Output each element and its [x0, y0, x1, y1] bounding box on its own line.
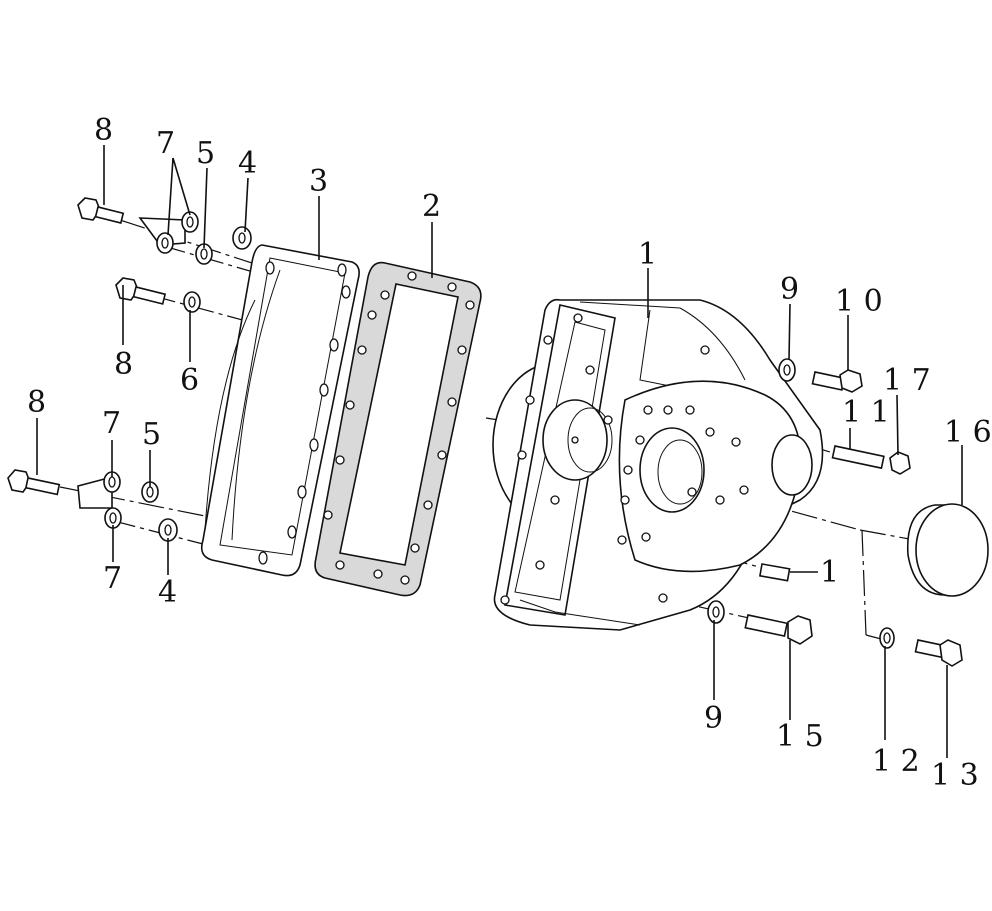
- callout-13: 1 3: [931, 758, 979, 793]
- callout-8-lower: 8: [27, 385, 46, 420]
- bolt-8-middle: [115, 277, 167, 305]
- bolt-8-top: [77, 197, 125, 224]
- callout-1-plug: 1: [820, 555, 839, 590]
- callout-8-top: 8: [94, 113, 113, 148]
- bolt-10: [811, 369, 863, 393]
- bolt-13: [914, 639, 963, 667]
- nut-17: [889, 451, 911, 475]
- plug-14: [758, 563, 791, 582]
- callout-7-lower-upper: 7: [102, 406, 121, 441]
- washer-9-lower: [707, 600, 725, 624]
- leader-lines: [36, 145, 963, 758]
- callout-12: 1 2: [872, 744, 920, 779]
- washers-upper: [138, 211, 252, 313]
- callout-1-housing: 1: [638, 237, 657, 272]
- part-16-end-cap: [906, 503, 989, 597]
- callout-3: 3: [309, 164, 328, 199]
- part-1-housing: [492, 298, 824, 631]
- fasteners: [7, 197, 963, 667]
- gasket-holes: [323, 271, 475, 585]
- callout-labels: 8 7 5 4 3 2 8 6 8 7 5 7 4 1 9 1 0 1 7 1 …: [27, 113, 992, 793]
- callout-7-lower-bottom: 7: [103, 561, 122, 596]
- bolt-15: [744, 614, 813, 645]
- stud-11: [831, 445, 885, 470]
- washers-lower: [77, 471, 178, 542]
- cover-bolt-holes: [258, 261, 351, 565]
- callout-2: 2: [422, 189, 441, 224]
- washer-9-upper: [778, 358, 796, 382]
- callout-15: 1 5: [776, 719, 824, 754]
- callout-4-lower: 4: [158, 575, 177, 610]
- part-2-gasket: [314, 261, 482, 597]
- callout-6: 6: [180, 363, 199, 398]
- washer-12: [879, 627, 895, 649]
- callout-4-top: 4: [238, 146, 257, 181]
- callout-11: 1 1: [842, 395, 890, 430]
- callout-17: 1 7: [883, 363, 931, 398]
- callout-9-upper: 9: [780, 272, 799, 307]
- housing-bolt-holes: [500, 313, 749, 605]
- part-3-cover-plate: [200, 244, 360, 577]
- callout-10: 1 0: [835, 284, 883, 319]
- callout-9-lower: 9: [704, 701, 723, 736]
- bolt-8-lower: [7, 469, 61, 496]
- callout-7-top: 7: [156, 126, 175, 161]
- callout-8-middle: 8: [114, 347, 133, 382]
- callout-5-top: 5: [196, 136, 215, 171]
- callout-16: 1 6: [944, 415, 992, 450]
- callout-5-lower: 5: [142, 417, 161, 452]
